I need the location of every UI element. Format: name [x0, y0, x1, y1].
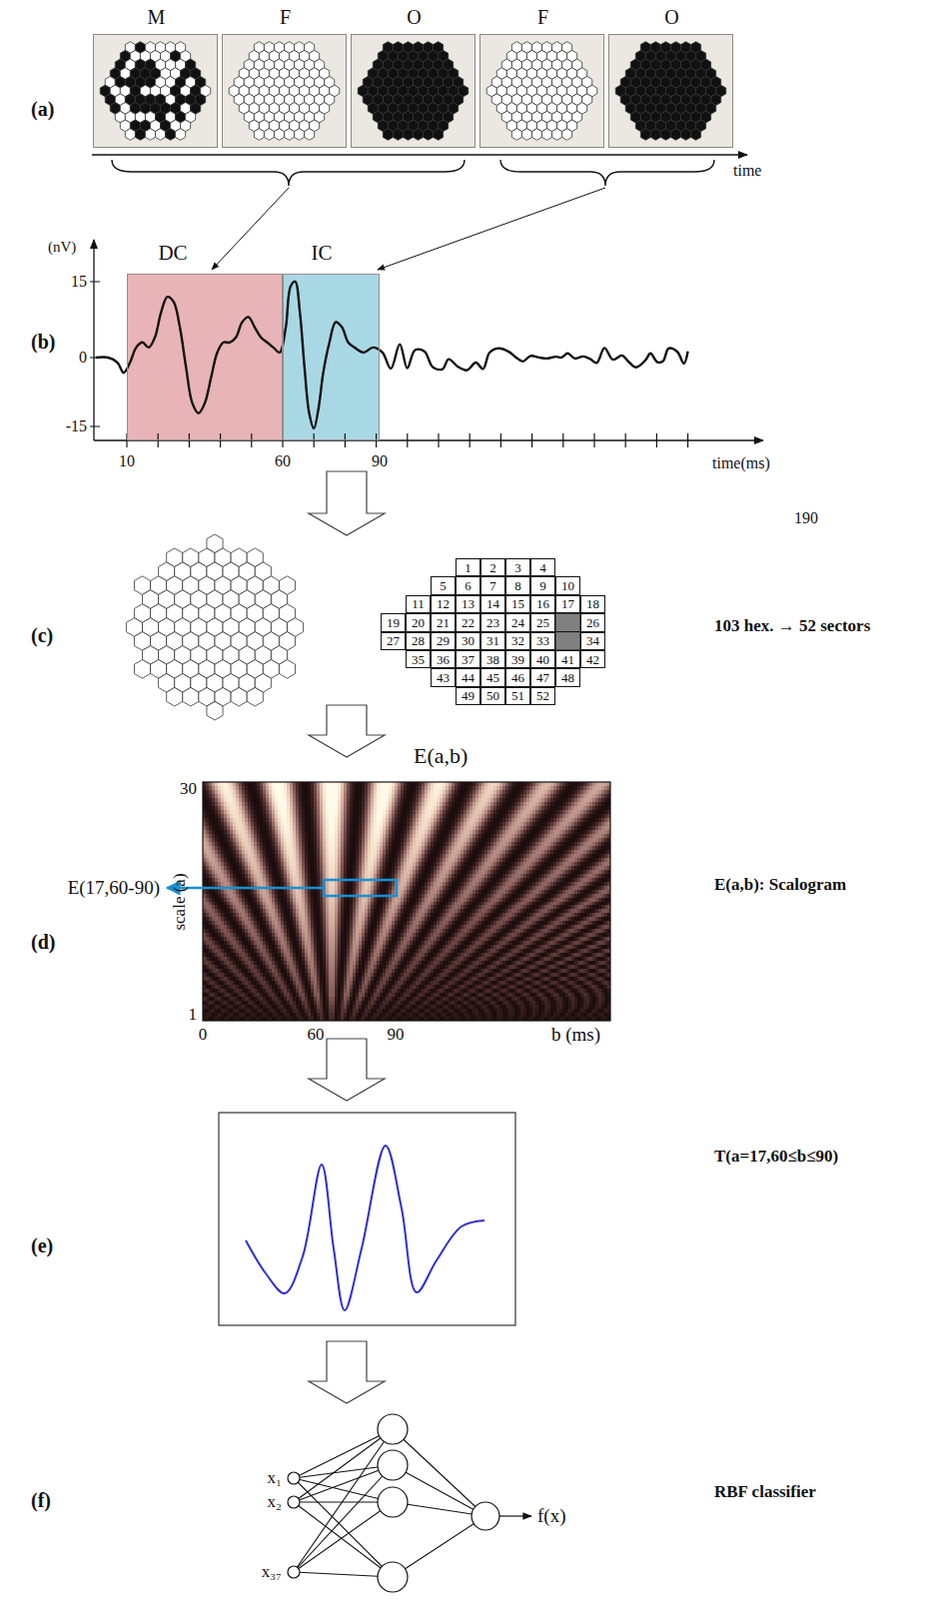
figure-page: MFOFODCIC1234567891011121314151617181920… [0, 0, 935, 1600]
